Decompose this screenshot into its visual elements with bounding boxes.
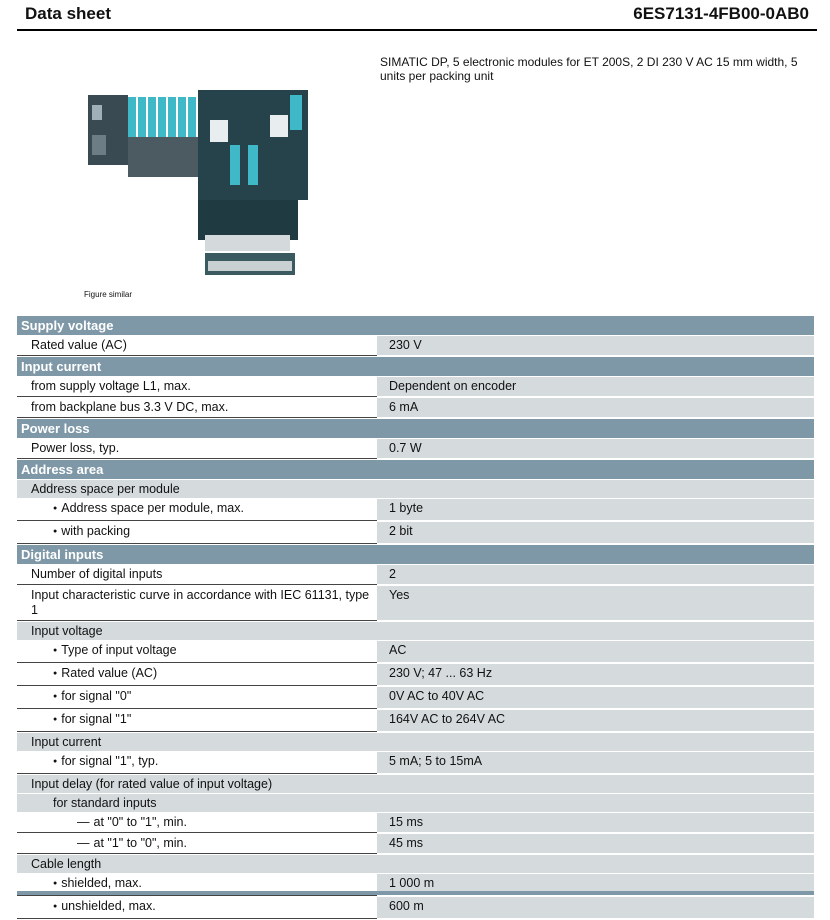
subheading-cable-length: Cable length bbox=[17, 855, 814, 874]
table-row: at "1" to "0", min. 45 ms bbox=[17, 834, 814, 855]
section-address-area: Address area bbox=[17, 460, 814, 480]
section-input-current: Input current bbox=[17, 357, 814, 377]
section-supply-voltage: Supply voltage bbox=[17, 316, 814, 336]
table-row: from supply voltage L1, max. Dependent o… bbox=[17, 377, 814, 398]
subheading-standard-inputs: for standard inputs bbox=[17, 794, 814, 813]
table-row: Number of digital inputs 2 bbox=[17, 565, 814, 586]
product-image bbox=[88, 90, 308, 275]
subheading-address-space: Address space per module bbox=[17, 480, 814, 499]
table-row: Rated value (AC) 230 V bbox=[17, 336, 814, 357]
subheading-input-current: Input current bbox=[17, 733, 814, 752]
table-row: at "0" to "1", min. 15 ms bbox=[17, 813, 814, 834]
subheading-input-delay: Input delay (for rated value of input vo… bbox=[17, 775, 814, 794]
table-row: for signal "1", typ. 5 mA; 5 to 15mA bbox=[17, 752, 814, 775]
part-number: 6ES7131-4FB00-0AB0 bbox=[633, 4, 809, 23]
figure-caption: Figure similar bbox=[84, 290, 133, 299]
section-power-loss: Power loss bbox=[17, 419, 814, 439]
table-row: unshielded, max. 600 m bbox=[17, 897, 814, 920]
page-header: Data sheet 6ES7131-4FB00-0AB0 bbox=[17, 0, 817, 31]
table-row: Input characteristic curve in accordance… bbox=[17, 586, 814, 622]
table-row: Type of input voltage AC bbox=[17, 641, 814, 664]
footer-section-bar bbox=[17, 891, 814, 895]
table-row: Rated value (AC) 230 V; 47 ... 63 Hz bbox=[17, 664, 814, 687]
header-rule bbox=[17, 29, 817, 31]
table-row: Power loss, typ. 0.7 W bbox=[17, 439, 814, 460]
table-row: from backplane bus 3.3 V DC, max. 6 mA bbox=[17, 398, 814, 419]
page-title: Data sheet bbox=[25, 4, 111, 23]
product-description: SIMATIC DP, 5 electronic modules for ET … bbox=[380, 55, 798, 83]
table-row: for signal "1" 164V AC to 264V AC bbox=[17, 710, 814, 733]
table-row: with packing 2 bit bbox=[17, 522, 814, 545]
section-digital-inputs: Digital inputs bbox=[17, 545, 814, 565]
spec-table: Supply voltage Rated value (AC) 230 V In… bbox=[17, 316, 814, 920]
subheading-input-voltage: Input voltage bbox=[17, 622, 814, 641]
table-row: Address space per module, max. 1 byte bbox=[17, 499, 814, 522]
table-row: for signal "0" 0V AC to 40V AC bbox=[17, 687, 814, 710]
